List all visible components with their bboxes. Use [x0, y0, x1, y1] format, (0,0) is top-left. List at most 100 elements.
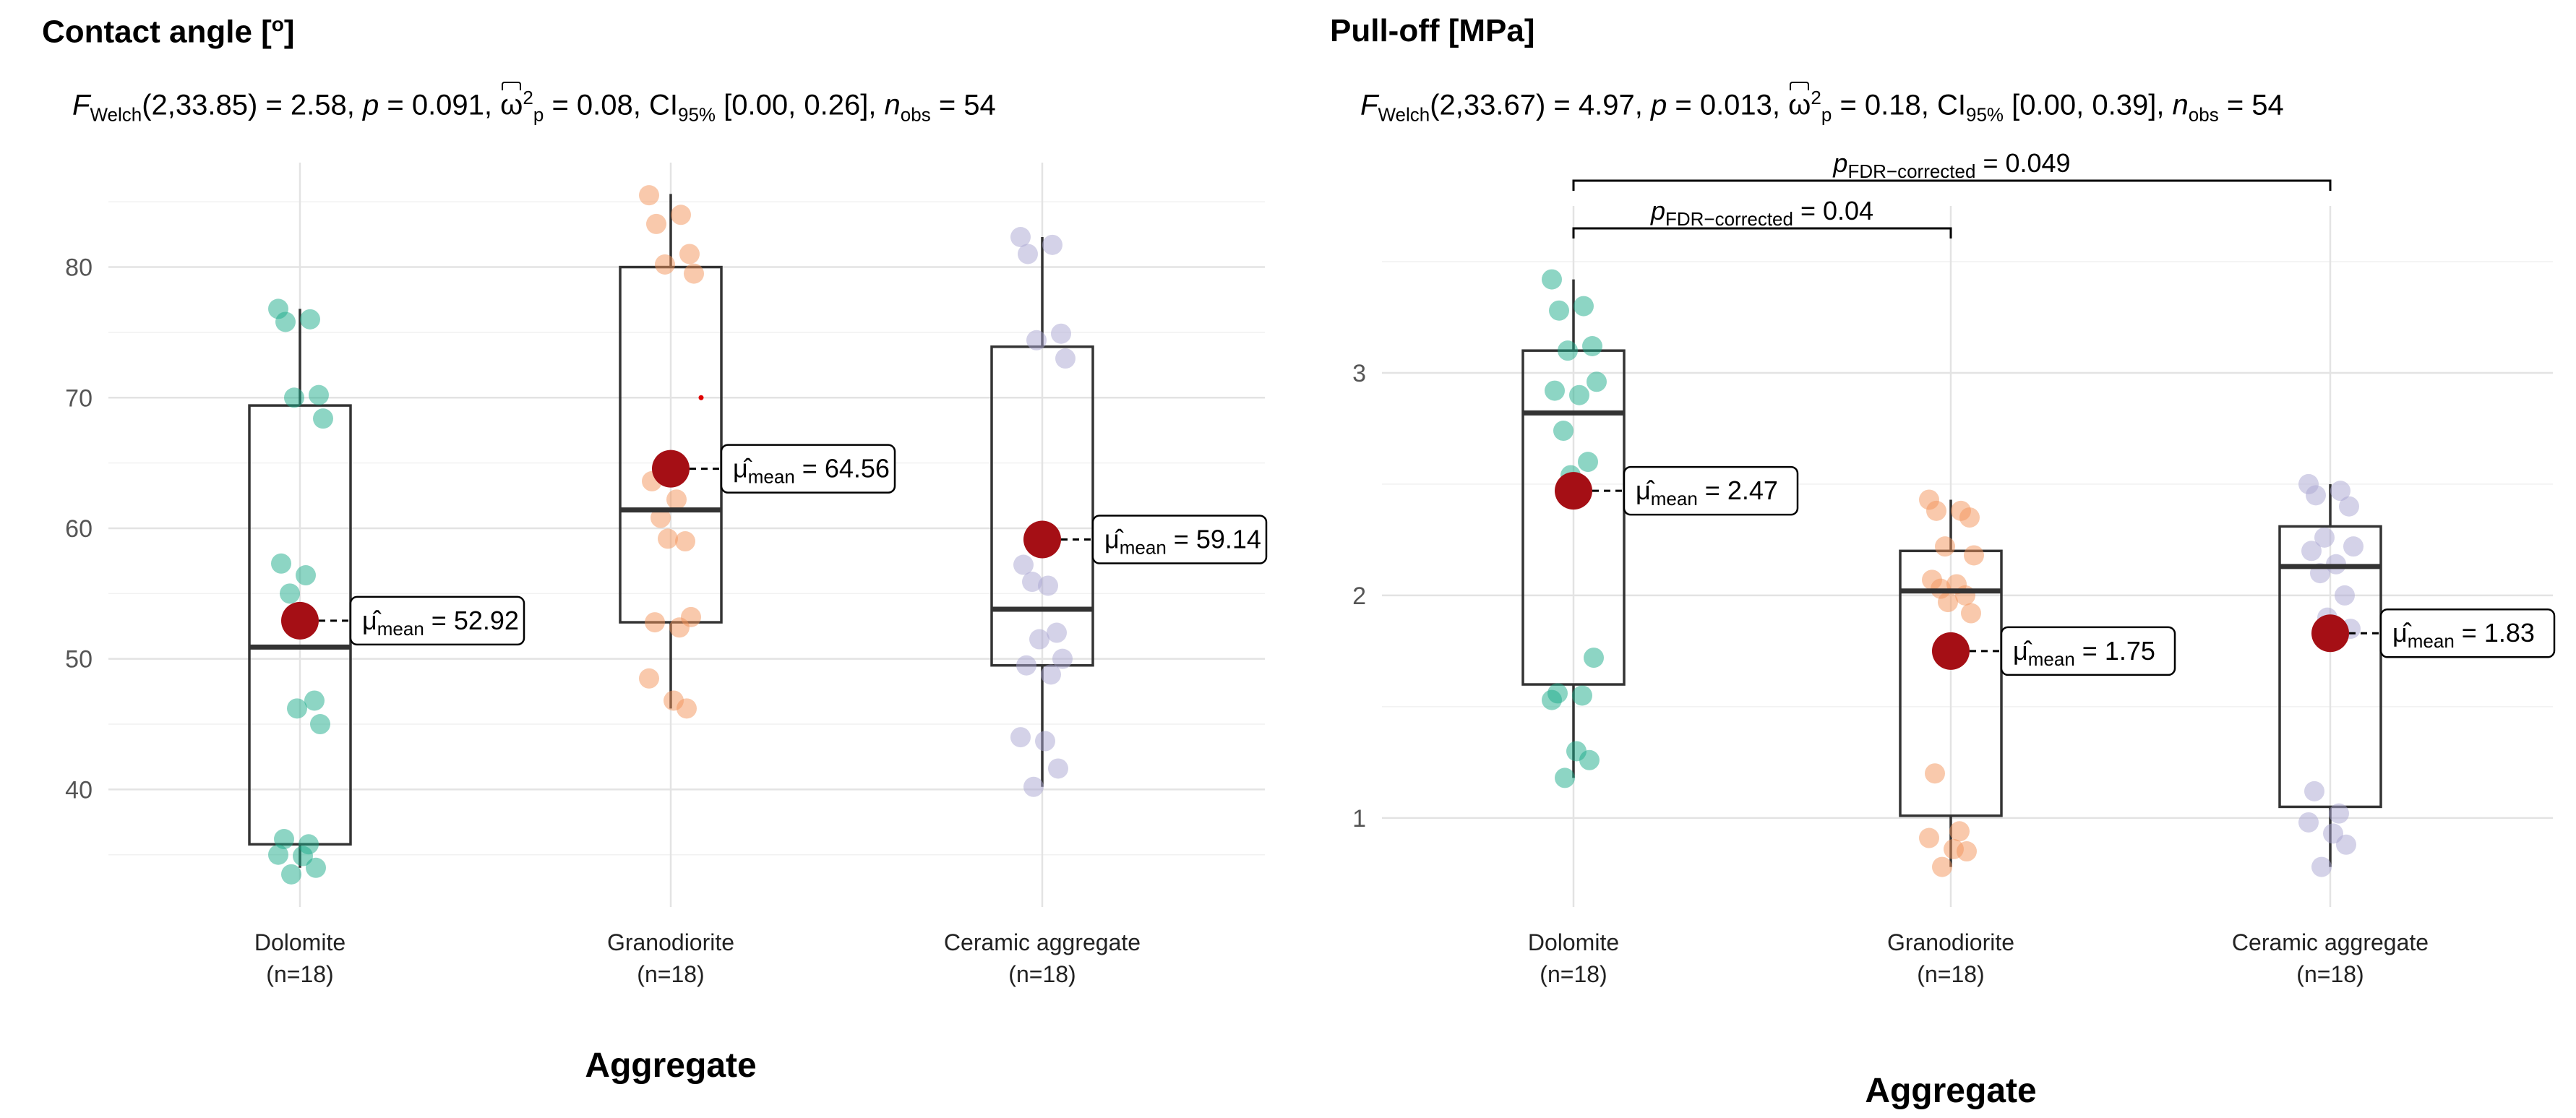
- data-point: [306, 857, 326, 878]
- data-point: [293, 846, 313, 867]
- data-point: [300, 309, 320, 330]
- data-point: [1553, 421, 1573, 442]
- data-point: [1961, 603, 1981, 624]
- y-tick-label: 1: [1352, 805, 1366, 833]
- mean-label-box: [720, 444, 896, 494]
- x-tick-label: Granodiorite: [1887, 929, 2014, 955]
- data-point: [304, 690, 325, 711]
- data-point: [1549, 300, 1569, 321]
- x-tick-count: (n=18): [1917, 961, 1984, 987]
- mean-point: [1932, 632, 1970, 670]
- x-tick-label: Granodiorite: [607, 929, 734, 955]
- data-point: [1022, 572, 1042, 593]
- chart-title: Contact angle [o]: [42, 13, 295, 50]
- data-point: [1955, 585, 1975, 606]
- data-point: [1016, 655, 1036, 676]
- mean-label: μ̂mean = 59.14: [1104, 525, 1261, 559]
- data-point: [2335, 585, 2355, 606]
- data-point: [645, 612, 665, 633]
- mean-label-box: [1623, 465, 1799, 516]
- data-point: [1579, 749, 1600, 770]
- data-point: [655, 254, 675, 275]
- data-point: [281, 864, 301, 885]
- data-point: [1573, 296, 1594, 317]
- data-point: [666, 489, 687, 510]
- data-point: [275, 311, 296, 332]
- data-point: [1572, 685, 1592, 706]
- data-point: [1957, 841, 1977, 862]
- data-point: [658, 528, 678, 549]
- box-group-dolomite: μ̂mean = 2.47: [1521, 269, 1799, 788]
- data-point: [1035, 731, 1055, 752]
- data-point: [1026, 330, 1047, 351]
- y-tick-label: 80: [65, 254, 93, 282]
- data-point: [1052, 648, 1073, 669]
- data-point: [1010, 227, 1031, 247]
- box-group-ceramic-aggregate: μ̂mean = 1.83: [2278, 473, 2556, 877]
- data-point: [1555, 767, 1575, 788]
- y-tick-label: 40: [65, 776, 93, 804]
- mean-label-box: [1091, 515, 1268, 564]
- y-tick-label: 50: [65, 646, 93, 674]
- data-point: [1041, 664, 1061, 685]
- y-tick-label: 2: [1352, 582, 1366, 610]
- data-point: [1964, 545, 1984, 566]
- data-point: [2301, 541, 2322, 562]
- mean-point: [1555, 472, 1592, 510]
- data-point: [639, 668, 659, 689]
- data-point: [1578, 452, 1598, 473]
- grid: [1382, 206, 2553, 907]
- data-point: [1584, 648, 1604, 668]
- data-point: [1587, 371, 1607, 392]
- data-point: [1048, 758, 1068, 779]
- data-point: [1010, 727, 1031, 748]
- data-point: [1029, 629, 1049, 650]
- significance-bracket: [1572, 179, 2332, 191]
- mean-label: μ̂mean = 2.47: [1636, 476, 1778, 509]
- data-point: [2311, 856, 2332, 877]
- data-point: [268, 844, 288, 865]
- data-point: [2343, 536, 2364, 557]
- data-point: [1047, 622, 1067, 643]
- data-point: [280, 583, 300, 604]
- y-tick-label: 70: [65, 384, 93, 412]
- contact-angle-panel: Contact angle [o] FWelch(2,33.85) = 2.58…: [0, 0, 1288, 1118]
- data-point: [1949, 821, 1970, 842]
- data-point: [1042, 234, 1062, 255]
- data-point: [675, 531, 695, 552]
- data-point: [313, 408, 333, 429]
- data-point: [1542, 689, 1562, 710]
- mean-point: [1023, 520, 1061, 559]
- chart-subtitle: FWelch(2,33.85) = 2.58, p = 0.091, ω2p =…: [72, 87, 996, 126]
- data-point: [2314, 527, 2335, 548]
- data-point: [1919, 827, 1939, 848]
- data-point: [1925, 763, 1945, 784]
- data-point: [296, 565, 316, 586]
- mean-point: [281, 601, 319, 640]
- x-tick-label: Dolomite: [1528, 929, 1619, 955]
- data-point: [677, 698, 697, 719]
- chart-title: Pull-off [MPa]: [1330, 13, 1535, 48]
- x-tick-label: Ceramic aggregate: [2232, 929, 2429, 955]
- data-point: [1569, 384, 1589, 405]
- data-point: [309, 384, 329, 405]
- data-point: [679, 244, 700, 265]
- x-tick-count: (n=18): [266, 961, 333, 987]
- data-point: [274, 829, 294, 850]
- data-point: [639, 185, 659, 206]
- data-point: [1018, 244, 1038, 265]
- data-point: [2329, 803, 2349, 824]
- data-point: [1013, 554, 1034, 575]
- data-point: [1558, 340, 1578, 361]
- x-tick-count: (n=18): [2296, 961, 2364, 987]
- significance-label: pFDR−corrected = 0.04: [1650, 196, 1873, 230]
- y-tick-label: 3: [1352, 360, 1366, 387]
- data-point: [2339, 496, 2359, 517]
- data-point: [1542, 269, 1562, 290]
- data-point: [1582, 336, 1602, 356]
- mean-point: [2311, 614, 2349, 653]
- data-point: [651, 507, 671, 528]
- data-point: [1932, 856, 1952, 877]
